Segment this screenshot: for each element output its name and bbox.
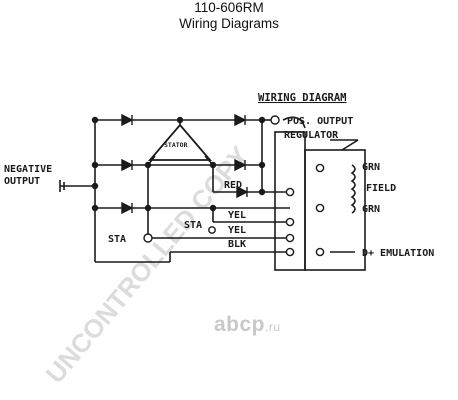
header: 110-606RM Wiring Diagrams (0, 0, 458, 32)
yel-1-label: YEL (228, 210, 246, 221)
grn-top-label: GRN (362, 162, 380, 173)
diode-icon (234, 113, 247, 127)
brand-tld: .ru (265, 320, 281, 334)
red-label: RED (224, 180, 242, 191)
yel-2-label: YEL (228, 225, 246, 236)
diode-icon (236, 185, 249, 199)
blk-label: BLK (228, 239, 246, 250)
terminals (143, 115, 325, 257)
grn-bottom-label: GRN (362, 204, 380, 215)
stator-label: STATOR (164, 141, 188, 149)
diode-icon (234, 158, 247, 172)
diagram-labels: WIRING DIAGRAM NEGATIVE OUTPUT STATOR PO… (4, 92, 434, 259)
brand-name: abcp (214, 313, 266, 336)
negative-label: NEGATIVE (4, 164, 52, 175)
diodes (121, 113, 249, 215)
d-plus-emulation-label: D+ EMULATION (362, 248, 434, 259)
page-title: Wiring Diagrams (179, 16, 279, 31)
diode-icon (121, 158, 134, 172)
diode-icon (121, 201, 134, 215)
output-label: OUTPUT (4, 176, 40, 187)
sta-mid-label: STA (184, 220, 202, 231)
junction-dots (91, 116, 266, 212)
regulator-label: REGULATOR (284, 130, 339, 141)
diagram-heading: WIRING DIAGRAM (258, 92, 347, 104)
sta-left-label: STA (108, 234, 126, 245)
pos-output-label: POS. OUTPUT (287, 116, 353, 127)
diode-icon (121, 113, 134, 127)
field-label: FIELD (366, 183, 396, 194)
part-number: 110-606RM (194, 0, 264, 15)
brand-watermark: abcp.ru (214, 313, 281, 337)
